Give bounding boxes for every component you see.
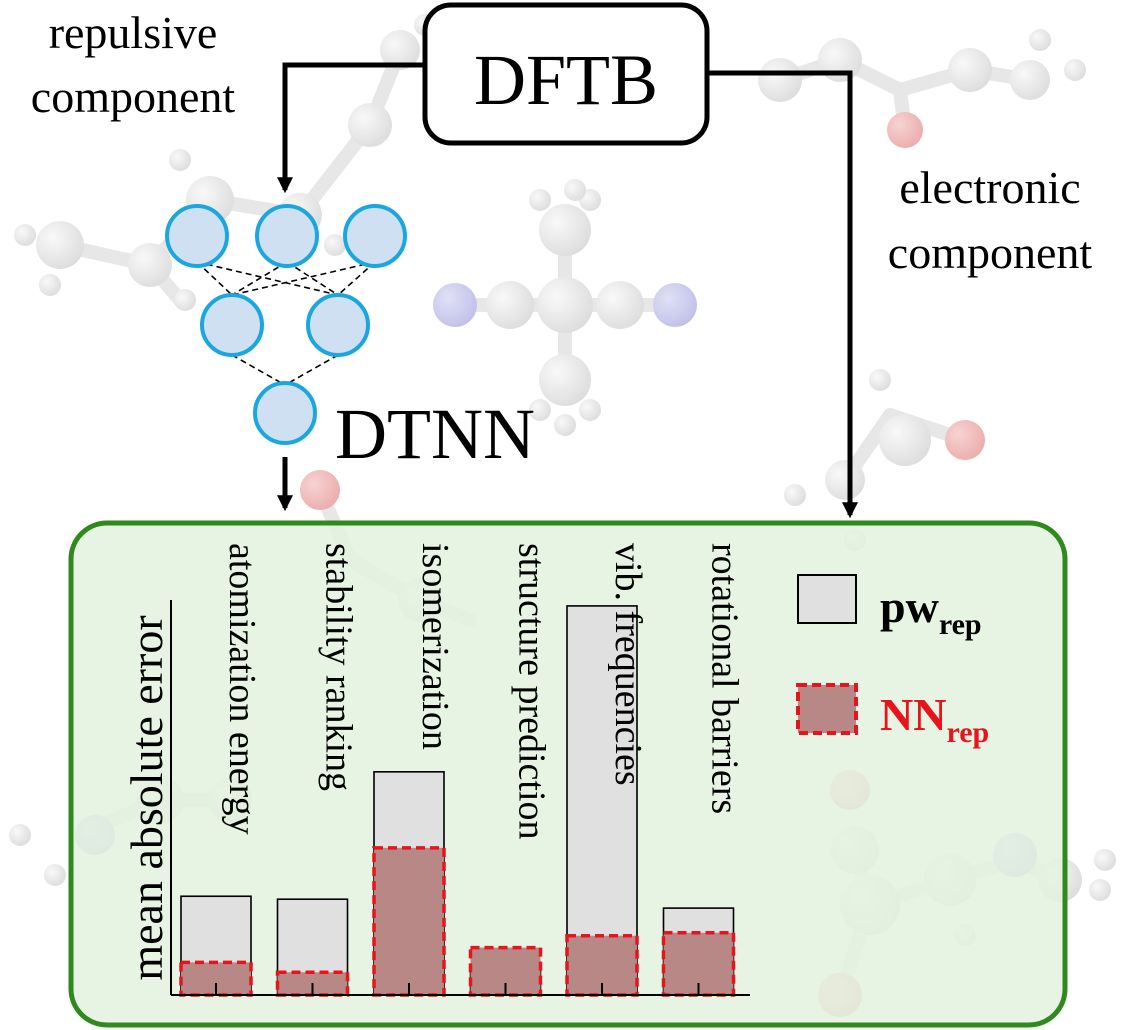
category-label: vib. frequencies bbox=[607, 543, 649, 786]
nn-node bbox=[343, 204, 407, 268]
x-ticks bbox=[215, 983, 700, 995]
nn-node bbox=[165, 204, 229, 268]
neural-network bbox=[165, 204, 407, 445]
nn-node bbox=[255, 204, 319, 268]
electronic-label-line1: electronic bbox=[899, 162, 1080, 213]
category-label: stability ranking bbox=[318, 543, 360, 791]
legend-pw-label: pwrep bbox=[880, 581, 982, 641]
repulsive-label-line2: component bbox=[31, 71, 236, 122]
legend-nn-label: NNrep bbox=[880, 689, 989, 749]
legend-nn-swatch bbox=[796, 683, 858, 735]
category-label: rotational barriers bbox=[704, 543, 746, 814]
category-label: atomization energy bbox=[221, 543, 263, 835]
nn-connections bbox=[196, 261, 376, 386]
electronic-label-line2: component bbox=[888, 227, 1093, 278]
dtnn-label: DTNN bbox=[335, 394, 535, 474]
nn-series bbox=[179, 846, 736, 997]
repulsive-arrow bbox=[276, 62, 425, 194]
dftb-label: DFTB bbox=[474, 40, 658, 120]
nn-node bbox=[306, 293, 370, 357]
repulsive-label-line1: repulsive bbox=[49, 7, 218, 58]
category-labels: atomization energy stability ranking isome… bbox=[221, 543, 746, 840]
nn-node bbox=[200, 293, 264, 357]
legend-pw-swatch bbox=[797, 574, 857, 624]
mae-bar-chart: mean absolute error atomization energy st… bbox=[121, 543, 750, 997]
category-label: isomerization bbox=[414, 543, 456, 750]
nn-node bbox=[253, 381, 317, 445]
electronic-arrow bbox=[707, 70, 859, 519]
legend: pwrep NNrep bbox=[796, 574, 989, 749]
y-axis-label: mean absolute error bbox=[121, 615, 172, 980]
pw-bar bbox=[566, 605, 638, 996]
flow-arrows bbox=[276, 62, 859, 519]
category-label: structure prediction bbox=[511, 543, 553, 840]
nn-bar bbox=[372, 846, 446, 997]
